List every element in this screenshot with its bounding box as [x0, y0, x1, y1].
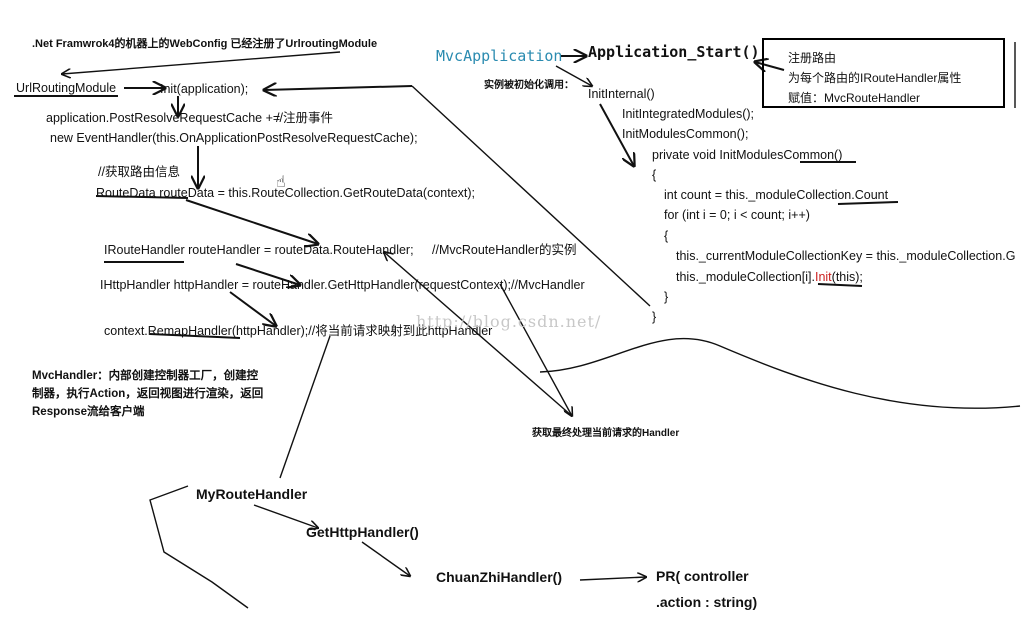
box-line-2: 为每个路由的IRouteHandler属性: [788, 71, 962, 85]
hand-cursor-icon: ☝: [276, 174, 286, 191]
final-handler-note: 获取最终处理当前请求的Handler: [532, 428, 680, 439]
mvc-handler-note-3: Response流给客户端: [32, 406, 145, 418]
route-registration-box: 注册路由 为每个路由的IRouteHandler属性 赋值：MvcRouteHa…: [762, 38, 1005, 108]
post-resolve-b: new EventHandler(this.OnApplicationPostR…: [50, 131, 418, 145]
module-init-prefix: this._moduleCollection[i].: [676, 270, 815, 284]
private-void: private void InitModulesCommon(): [652, 148, 843, 162]
ihttp-handler-line: IHttpHandler httpHandler = routeHandler.…: [100, 278, 585, 292]
pr-line-1: PR( controller: [656, 568, 749, 584]
for-loop: for (int i = 0; i < count; i++): [664, 208, 810, 222]
module-init-call: Init: [814, 270, 832, 284]
route-comment: //获取路由信息: [98, 165, 180, 179]
current-key: this._currentModuleCollectionKey = this.…: [676, 249, 1016, 263]
my-route-handler: MyRouteHandler: [196, 486, 308, 502]
note-top: .Net Framwrok4的机器上的WebConfig 已经注册了Urlrou…: [32, 38, 378, 50]
get-http-handler: GetHttpHandler(): [306, 524, 419, 540]
arrow-remap-down: [279, 335, 331, 479]
brace-close-1: }: [652, 310, 657, 324]
pr-line-2: .action : string): [656, 594, 758, 610]
box-line-3: 赋值：MvcRouteHandler: [788, 91, 921, 105]
module-init-line: this._moduleCollection[i].Init(this);: [676, 269, 863, 285]
brace-open-1: {: [652, 168, 657, 182]
module-init-suffix: (this);: [831, 270, 863, 284]
mvc-application: MvcApplication: [436, 47, 563, 65]
init-integrated: InitIntegratedModules();: [622, 107, 755, 121]
arrow-app-to-init-internal: [555, 65, 592, 86]
post-resolve-a: application.PostResolveRequestCache +=: [46, 111, 281, 125]
post-resolve-comment: //注册事件: [276, 111, 333, 125]
init-internal: InitInternal(): [588, 87, 655, 101]
underline-init-call: [817, 283, 863, 287]
arrow-routedata-to-handler: [185, 199, 318, 244]
iroute-handler-comment: //MvcRouteHandler的实例: [432, 243, 577, 257]
arrow-box-to-start: [755, 62, 785, 70]
arrow-chuanzhi-to-pr: [579, 577, 646, 580]
underline-count: [837, 201, 899, 205]
watermark: http://blog.csdn.net/: [416, 312, 602, 331]
route-data-line: RouteData routeData = this.RouteCollecti…: [96, 186, 476, 200]
arrow-to-init-application: [264, 86, 413, 90]
init-application: Init(application);: [160, 82, 249, 96]
int-count: int count = this._moduleCollection.Count: [664, 188, 889, 202]
underline-remap: [149, 333, 241, 339]
arrow-gethttp-to-chuanzhi: [361, 541, 410, 576]
arrow-final-to-routehandler: [384, 252, 573, 417]
arrow-note-to-module: [62, 51, 341, 74]
mvc-handler-note-2: 制器，执行Action，返回视图进行渲染，返回: [32, 388, 264, 400]
chuanzhi-handler: ChuanZhiHandler(): [436, 569, 562, 585]
remap-line: context.RemapHandler(httpHandler);//将当前请…: [104, 324, 493, 338]
brace-close-2: }: [664, 290, 669, 304]
arrow-httphandler-to-remap: [229, 291, 276, 326]
instance-init-note: 实例被初始化调用：: [484, 80, 574, 91]
application-start: Application_Start(): [588, 43, 760, 61]
url-routing-module: UrlRoutingModule: [16, 81, 117, 95]
arrow-myroute-to-gethttp: [253, 504, 318, 528]
arrow-init-internal-diagonal: [411, 85, 651, 307]
left-outline: [149, 485, 249, 609]
iroute-handler-line: IRouteHandler routeHandler = routeData.R…: [104, 243, 414, 257]
mvc-handler-note-1: MvcHandler：内部创建控制器工厂，创建控: [32, 370, 259, 382]
arrow-internal-to-private: [599, 103, 634, 166]
underline-route-data: [95, 195, 189, 199]
init-modules-common: InitModulesCommon();: [622, 127, 749, 141]
arrow-to-final-handler: [499, 283, 572, 416]
box-line-1: 注册路由: [788, 51, 837, 65]
arrow-handler-to-httphandler: [235, 263, 300, 285]
arrow-right-curve: [539, 337, 1021, 409]
brace-open-2: {: [664, 229, 669, 243]
